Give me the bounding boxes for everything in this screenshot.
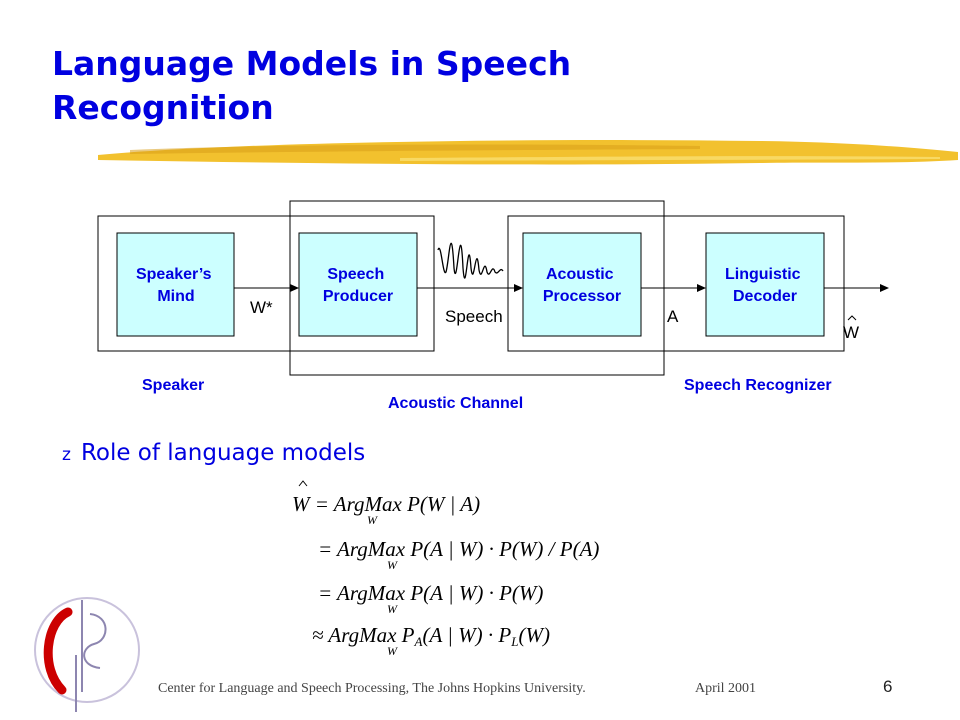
a-signal-label: A bbox=[667, 307, 679, 326]
svg-text:Linguistic Decoder: Linguistic Decoder bbox=[725, 266, 805, 305]
acoustic-processor-label-1: Acoustic bbox=[546, 266, 614, 283]
acoustic-channel-label: Acoustic Channel bbox=[388, 395, 523, 412]
eq-subscript-w-2: W bbox=[387, 558, 398, 572]
bullet-marker-icon: z bbox=[62, 445, 71, 465]
svg-text:Speech Producer: Speech Producer bbox=[323, 266, 393, 305]
eq-hat-icon bbox=[298, 480, 308, 487]
acoustic-processor-label-2: Processor bbox=[543, 288, 621, 305]
speakers-mind-label-2: Mind bbox=[157, 288, 194, 305]
eq-line-2: = ArgMax P(A | W) · P(W) / P(A) bbox=[318, 537, 599, 561]
speech-waveform-icon bbox=[437, 242, 504, 279]
slide-title: Language Models in Speech Recognition bbox=[52, 44, 572, 127]
w-hat-caret-icon bbox=[847, 315, 857, 321]
eq-subscript-w-1: W bbox=[367, 513, 378, 527]
speech-communication-diagram: Speaker’s Mind Speech Producer Acoustic … bbox=[97, 200, 889, 412]
page-number: 6 bbox=[883, 677, 893, 696]
speakers-mind-label-1: Speaker’s bbox=[136, 266, 212, 283]
speech-producer-box bbox=[298, 232, 418, 337]
linguistic-decoder-label-1: Linguistic bbox=[725, 266, 801, 283]
svg-text:Speaker’s Mind: Speaker’s Mind bbox=[136, 266, 216, 305]
acoustic-processor-box bbox=[522, 232, 642, 337]
eq-line-4: ≈ ArgMax PA(A | W) · PL(W) bbox=[312, 623, 550, 649]
eq-line-3: = ArgMax P(A | W) · P(W) bbox=[318, 581, 543, 605]
w-hat-label: W bbox=[843, 323, 859, 342]
footer-date: April 2001 bbox=[695, 681, 757, 696]
brush-stroke-divider bbox=[98, 140, 958, 165]
footer-affiliation: Center for Language and Speech Processin… bbox=[158, 681, 586, 696]
linguistic-decoder-box bbox=[705, 232, 825, 337]
speaker-region bbox=[97, 215, 435, 352]
w-star-label: W* bbox=[250, 298, 273, 317]
speech-producer-label-2: Producer bbox=[323, 288, 393, 305]
speakers-mind-box bbox=[116, 232, 235, 337]
bullet-item: z Role of language models bbox=[62, 440, 365, 466]
eq-subscript-w-4: W bbox=[387, 644, 398, 658]
bullet-text: Role of language models bbox=[80, 440, 366, 466]
speech-signal-label: Speech bbox=[445, 307, 503, 326]
speech-producer-label-1: Speech bbox=[327, 266, 384, 283]
eq-line-1: W = ArgMax P(W | A) bbox=[292, 492, 480, 516]
speech-recognizer-label: Speech Recognizer bbox=[684, 377, 832, 394]
speech-recognizer-region bbox=[507, 215, 845, 352]
eq-subscript-w-3: W bbox=[387, 602, 398, 616]
svg-text:Acoustic Processor: Acoustic Processor bbox=[543, 266, 621, 305]
speaker-region-label: Speaker bbox=[142, 377, 204, 394]
linguistic-decoder-label-2: Decoder bbox=[733, 288, 797, 305]
flow-arrows bbox=[234, 284, 889, 292]
